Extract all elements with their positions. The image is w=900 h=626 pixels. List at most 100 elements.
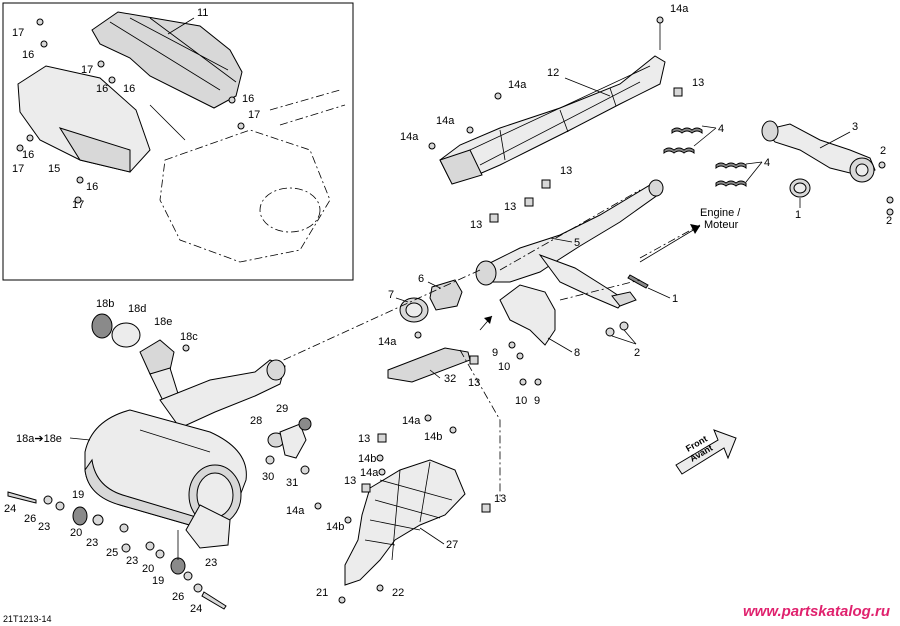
callout-13: 13 bbox=[504, 201, 516, 213]
callout-1: 1 bbox=[672, 293, 678, 305]
callout-23: 23 bbox=[205, 557, 217, 569]
callout-14a: 14a bbox=[400, 131, 419, 143]
front-pipe-3 bbox=[764, 123, 876, 177]
callout-4: 4 bbox=[764, 157, 770, 169]
bolt-24 bbox=[7, 491, 37, 504]
callout-14b: 14b bbox=[424, 431, 442, 443]
callout-9: 9 bbox=[492, 347, 498, 359]
callout-12: 12 bbox=[547, 67, 559, 79]
callout-16: 16 bbox=[123, 83, 135, 95]
callout-6: 6 bbox=[418, 273, 424, 285]
callout-7: 7 bbox=[388, 289, 394, 301]
callout-2: 2 bbox=[886, 215, 892, 227]
callout-18a-18e: 18a➔18e bbox=[16, 433, 62, 445]
callout-27: 27 bbox=[446, 539, 458, 551]
callout-13: 13 bbox=[344, 475, 356, 487]
callout-18c: 18c bbox=[180, 331, 198, 343]
callout-16: 16 bbox=[242, 93, 254, 105]
callout-28: 28 bbox=[250, 415, 262, 427]
band-6 bbox=[429, 279, 463, 311]
callout-13: 13 bbox=[494, 493, 506, 505]
callout-1: 1 bbox=[795, 209, 801, 221]
bolt-31 bbox=[300, 465, 310, 475]
engine-label: Moteur bbox=[704, 219, 739, 231]
callout-17: 17 bbox=[248, 109, 260, 121]
bracket-29 bbox=[279, 423, 307, 459]
inset-muffler-ghost bbox=[159, 129, 331, 263]
front-arrow: Front Avant bbox=[675, 429, 737, 475]
callout-17: 17 bbox=[72, 199, 84, 211]
bracket-small bbox=[611, 291, 637, 307]
nut-30 bbox=[265, 455, 275, 465]
callout-30: 30 bbox=[262, 471, 274, 483]
bolt-18c bbox=[182, 344, 190, 352]
callout-20: 20 bbox=[70, 527, 82, 539]
reference-code: 21T1213-14 bbox=[3, 614, 52, 624]
callout-15: 15 bbox=[48, 163, 60, 175]
callout-14a: 14a bbox=[360, 467, 379, 479]
callout-32: 32 bbox=[444, 373, 456, 385]
callout-17: 17 bbox=[12, 163, 24, 175]
watermark: www.partskatalog.ru bbox=[743, 603, 890, 620]
callout-3: 3 bbox=[852, 121, 858, 133]
callout-22: 22 bbox=[392, 587, 404, 599]
flange-18d bbox=[111, 322, 141, 348]
muffler-inlet-pipe bbox=[159, 359, 286, 429]
heat-shield-11 bbox=[91, 11, 243, 109]
callout-16: 16 bbox=[22, 49, 34, 61]
callout-4: 4 bbox=[718, 123, 724, 135]
callout-23: 23 bbox=[86, 537, 98, 549]
callout-14a: 14a bbox=[286, 505, 305, 517]
gasket-18e bbox=[139, 339, 175, 375]
callout-31: 31 bbox=[286, 477, 298, 489]
callout-13: 13 bbox=[692, 77, 704, 89]
callout-19: 19 bbox=[72, 489, 84, 501]
callout-13: 13 bbox=[560, 165, 572, 177]
callout-14b: 14b bbox=[358, 453, 376, 465]
callout-13: 13 bbox=[470, 219, 482, 231]
grommet-19 bbox=[72, 506, 88, 526]
callout-2: 2 bbox=[634, 347, 640, 359]
engine-label: Engine / bbox=[700, 207, 741, 219]
callout-16: 16 bbox=[86, 181, 98, 193]
callout-8: 8 bbox=[574, 347, 580, 359]
springs-4 bbox=[663, 127, 747, 188]
callout-14a: 14a bbox=[402, 415, 421, 427]
bracket-32 bbox=[387, 347, 471, 383]
grommet-18b bbox=[91, 313, 113, 339]
callout-17: 17 bbox=[12, 27, 24, 39]
callout-26: 26 bbox=[24, 513, 36, 525]
callout-14a: 14a bbox=[378, 336, 397, 348]
callout-24: 24 bbox=[190, 603, 202, 615]
callout-29: 29 bbox=[276, 403, 288, 415]
callout-25: 25 bbox=[106, 547, 118, 559]
callout-14a: 14a bbox=[508, 79, 527, 91]
mid-pipe-5 bbox=[479, 184, 663, 283]
heat-shield-8 bbox=[499, 284, 556, 346]
callout-5: 5 bbox=[574, 237, 580, 249]
callout-18b: 18b bbox=[96, 298, 114, 310]
callout-24: 24 bbox=[4, 503, 16, 515]
callout-13: 13 bbox=[358, 433, 370, 445]
callout-16: 16 bbox=[22, 149, 34, 161]
spring-1 bbox=[627, 274, 649, 289]
callout-10: 10 bbox=[515, 395, 527, 407]
callout-20: 20 bbox=[142, 563, 154, 575]
callout-23: 23 bbox=[126, 555, 138, 567]
callout-10: 10 bbox=[498, 361, 510, 373]
callout-2: 2 bbox=[880, 145, 886, 157]
callout-18e: 18e bbox=[154, 316, 172, 328]
callout-16: 16 bbox=[96, 83, 108, 95]
callout-21: 21 bbox=[316, 587, 328, 599]
callout-14b: 14b bbox=[326, 521, 344, 533]
callout-11: 11 bbox=[197, 7, 208, 19]
callout-26: 26 bbox=[172, 591, 184, 603]
heat-shield-27 bbox=[344, 459, 466, 586]
callout-18d: 18d bbox=[128, 303, 146, 315]
callout-9: 9 bbox=[534, 395, 540, 407]
inset-fasteners bbox=[16, 18, 245, 204]
callout-19: 19 bbox=[152, 575, 164, 587]
callout-23: 23 bbox=[38, 521, 50, 533]
callout-17: 17 bbox=[81, 64, 93, 76]
